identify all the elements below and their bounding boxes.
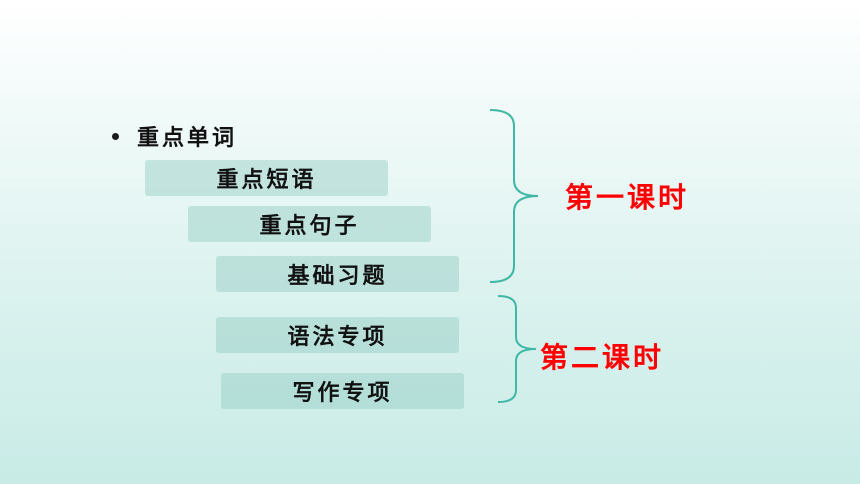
topic-box-grammar: 语法专项 bbox=[216, 317, 459, 353]
bullet-label: 重点单词 bbox=[137, 126, 238, 151]
topic-label: 语法专项 bbox=[287, 325, 388, 350]
topic-label: 重点短语 bbox=[216, 168, 317, 193]
bullet-item: 重点单词 bbox=[112, 118, 237, 154]
lesson-two-label: 第二课时 bbox=[540, 341, 665, 374]
topic-box-basic-exercises: 基础习题 bbox=[216, 256, 459, 292]
bullet-dot bbox=[112, 132, 119, 140]
topic-label: 基础习题 bbox=[287, 264, 388, 289]
brace-lesson-two bbox=[497, 295, 537, 403]
topic-box-key-phrases: 重点短语 bbox=[145, 160, 388, 196]
topic-box-key-sentences: 重点句子 bbox=[188, 206, 431, 242]
topic-box-writing: 写作专项 bbox=[221, 373, 464, 409]
lesson-one-label: 第一课时 bbox=[565, 181, 690, 214]
brace-lesson-one bbox=[489, 109, 539, 283]
topic-label: 写作专项 bbox=[292, 381, 393, 406]
topic-label: 重点句子 bbox=[259, 214, 360, 239]
